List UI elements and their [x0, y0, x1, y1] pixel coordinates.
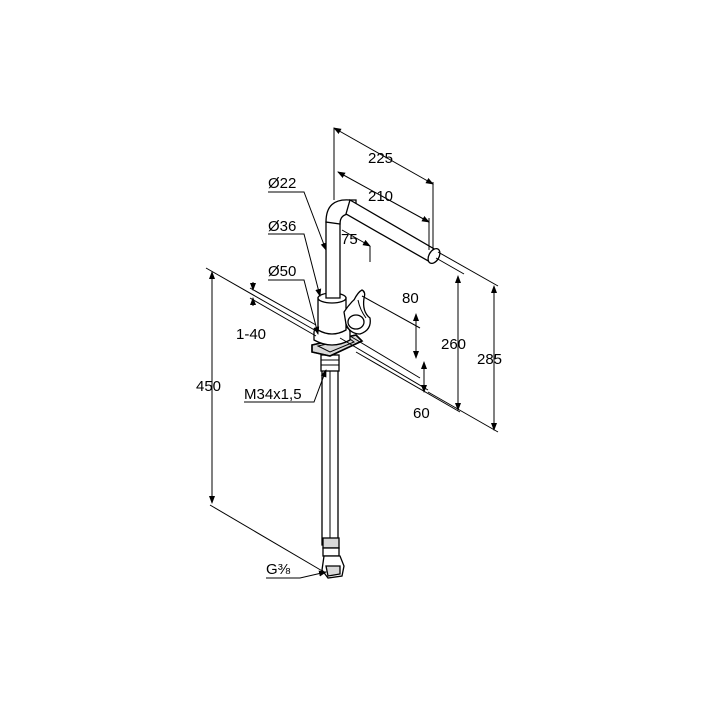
- dim-line-210: [337, 171, 430, 223]
- label-diameter-body: Ø36: [268, 218, 296, 235]
- label-deck-thickness: 1-40: [236, 326, 266, 343]
- label-connection-thread: G⅜: [266, 561, 291, 578]
- faucet-body: [311, 199, 441, 579]
- dim-line-75: [341, 229, 371, 247]
- label-total-height-below: 450: [196, 378, 221, 395]
- leader-d50: [268, 279, 320, 335]
- dimension-lines: [205, 127, 499, 579]
- dimension-labels: 225 210 75 Ø22 Ø36 Ø50 1-40 450 M34x1,5 …: [196, 150, 502, 578]
- hose-fitting: [322, 537, 340, 549]
- label-mounting-thread: M34x1,5: [244, 386, 302, 403]
- spout-outlet: [427, 247, 441, 265]
- label-lever-height: 80: [402, 290, 419, 307]
- spout-horizontal: [345, 199, 437, 263]
- label-diameter-base: Ø50: [268, 263, 296, 280]
- leader-d22: [268, 191, 327, 251]
- leader-g38: [266, 570, 327, 579]
- label-base-height: 60: [413, 405, 430, 422]
- label-spout-height: 260: [441, 336, 466, 353]
- label-reach-spout: 210: [368, 188, 393, 205]
- mounting-shank: [320, 354, 340, 372]
- label-diameter-spout: Ø22: [268, 175, 296, 192]
- label-overall-height: 285: [477, 351, 502, 368]
- label-reach-overall: 225: [368, 150, 393, 167]
- label-swivel-angle: 75: [341, 231, 358, 248]
- leader-m34: [244, 369, 327, 403]
- spout-vertical: [325, 221, 341, 299]
- leader-d36: [268, 233, 322, 297]
